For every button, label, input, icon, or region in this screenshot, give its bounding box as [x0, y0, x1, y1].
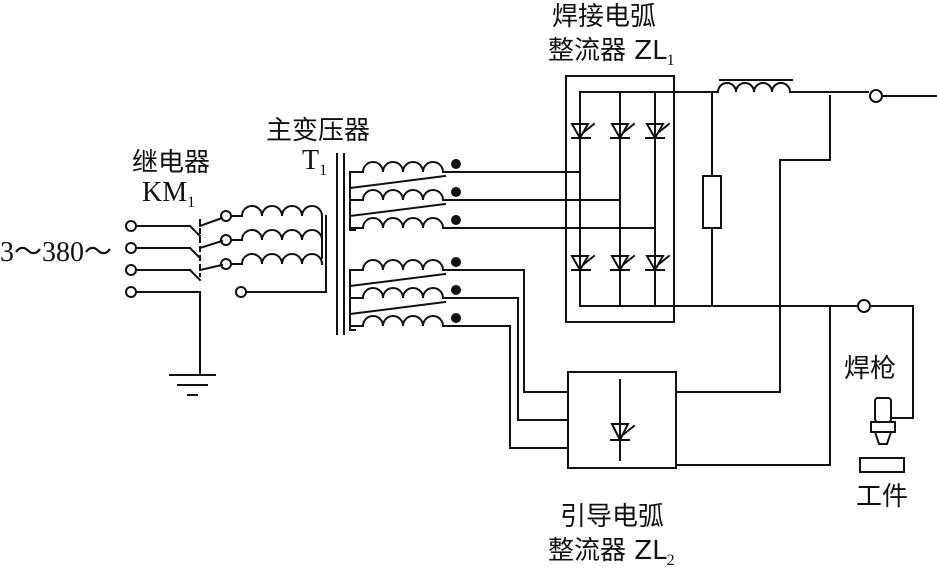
- transformer-label: 主变压器: [266, 116, 371, 146]
- torch-label: 焊枪: [844, 354, 897, 384]
- weld-rectifier-id-label: 整流器 ZL1: [548, 36, 675, 69]
- transformer-id-label: T1: [302, 145, 328, 180]
- ground-symbol: [169, 374, 216, 396]
- secondary-winding-lower: [348, 257, 569, 449]
- workpiece-symbol: [859, 457, 905, 473]
- weld-rectifier-zl1: [565, 75, 675, 323]
- output-network: [654, 79, 937, 466]
- relay-contacts: [188, 210, 247, 298]
- weld-rectifier-label: 焊接电弧: [552, 2, 657, 32]
- relay-id-label: KM1: [142, 177, 196, 212]
- pilot-rectifier-zl2: [567, 371, 677, 469]
- transformer-core: [336, 153, 345, 335]
- primary-winding: [230, 205, 327, 293]
- torch-symbol: [870, 397, 904, 445]
- secondary-winding-upper: [348, 159, 656, 231]
- supply-voltage-label: 3～380～: [0, 237, 113, 268]
- supply-terminals: [125, 220, 201, 376]
- workpiece-label: 工件: [856, 482, 909, 512]
- pilot-rectifier-id-label: 整流器 ZL2: [548, 536, 675, 569]
- relay-label: 继电器: [132, 148, 211, 178]
- pilot-rectifier-label: 引导电弧: [560, 502, 665, 532]
